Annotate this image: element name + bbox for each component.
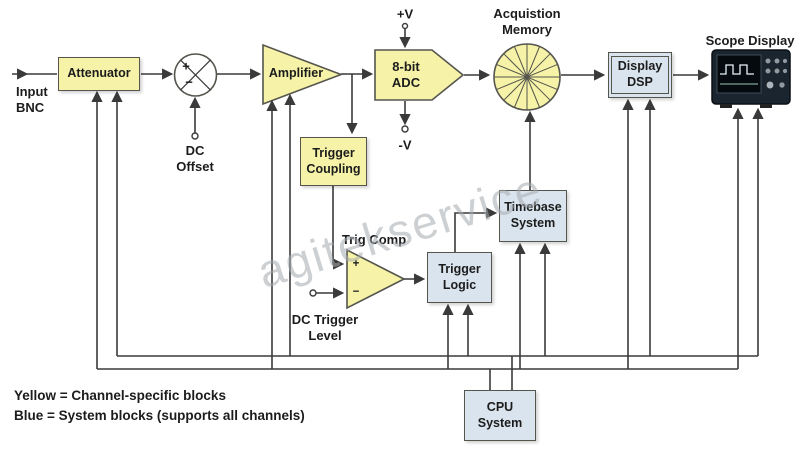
legend-line-yellow: Yellow = Channel-specific blocks [14,388,226,403]
connector-coupling-to-comparator [332,186,345,270]
legend-line-blue: Blue = System blocks (supports all chann… [14,408,305,424]
connector-trigger-logic-to-timebase [454,207,498,252]
dc-trigger-level-label: DC Trigger Level [291,311,359,343]
adc-label: 8-bit ADC [391,58,421,90]
dc-offset-terminal [191,132,199,140]
amplifier-label: Amplifier [268,66,324,81]
trigger-logic-label-line1: Trigger [438,261,481,276]
scope-display-graphic [711,49,791,108]
acquisition-memory-wheel [493,43,561,111]
timebase-label-line1: Timebase [504,200,562,215]
timebase-system-block: Timebase System [499,190,567,242]
trigger-coupling-label-line2: Coupling [306,161,361,176]
trigger-coupling-label-line1: Trigger [312,145,355,160]
summer-plus-sign: + [182,58,190,74]
comparator-minus-sign: − [352,286,360,298]
display-dsp-inner-frame: Display DSP [610,56,670,94]
display-dsp-block: Display DSP [608,52,672,98]
cpu-system-block: CPU System [464,390,536,441]
cpu-label-line1: CPU [486,399,514,414]
amplifier-triangle [262,43,344,106]
dc-trigger-terminal [309,289,317,297]
comparator-triangle [346,248,406,310]
adc-shape [374,49,465,101]
plus-v-terminal [401,22,409,30]
display-dsp-label-line1: Display [617,59,663,74]
cpu-label-line2: System [477,415,523,430]
timebase-label-line2: System [510,216,556,230]
summing-junction-symbol [173,53,218,97]
scope-display-label: Scope Display [705,32,795,48]
dc-offset-label: DC Offset [176,142,214,174]
trig-comp-label: Trig Comp [341,231,407,247]
waveform-trace [720,64,754,75]
trigger-logic-block: Trigger Logic [427,252,492,303]
input-bnc-label: Input BNC [16,84,48,116]
minus-v-terminal [401,125,409,133]
legend: Yellow = Channel-specific blocks Blue = … [14,386,305,427]
trigger-coupling-block: Trigger Coupling [300,137,367,186]
attenuator-label: Attenuator [67,66,131,81]
comparator-plus-sign: + [352,258,360,270]
summer-minus-sign: − [185,74,193,90]
trigger-logic-label-line2: Logic [442,277,477,292]
minus-v-label: -V [398,137,412,153]
attenuator-block: Attenuator [58,57,140,91]
acquisition-memory-label: Acquistion Memory [493,5,561,37]
display-dsp-label-line2: DSP [627,75,653,89]
plus-v-label: +V [396,6,414,22]
